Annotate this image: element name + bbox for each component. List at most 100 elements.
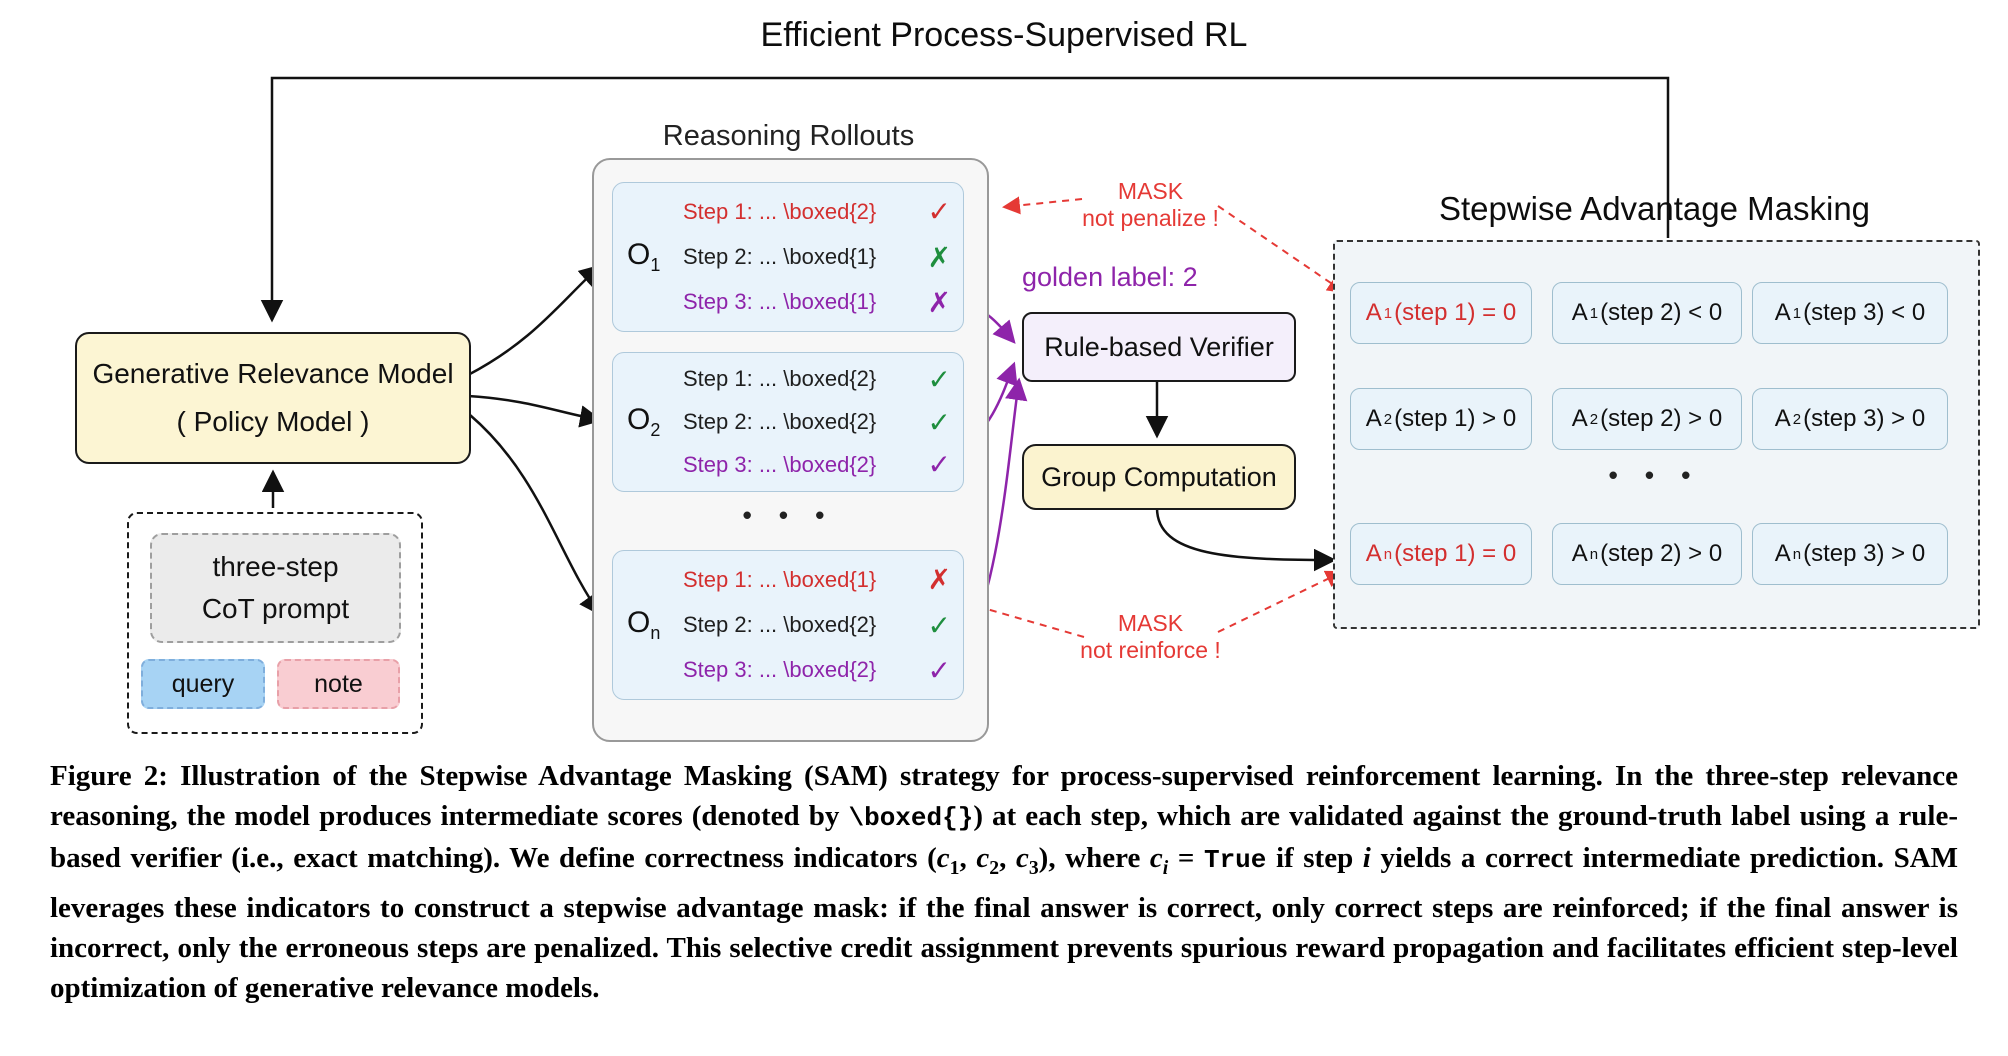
text-fragment: , bbox=[959, 842, 977, 874]
text-fragment: True bbox=[1203, 845, 1267, 875]
text-fragment: A bbox=[1571, 540, 1588, 567]
step-text: Step 3: ... \boxed{2} bbox=[683, 451, 877, 477]
policy-to-on-arrow bbox=[469, 414, 602, 617]
text-fragment: (step 1) = 0 bbox=[1394, 299, 1517, 326]
text-fragment: c bbox=[976, 842, 990, 874]
rollout-o2-label: O2 bbox=[627, 403, 683, 441]
query-chip: query bbox=[141, 659, 265, 709]
cross-icon: ✗ bbox=[927, 285, 951, 319]
golden-label: golden label: 2 bbox=[1022, 262, 1198, 292]
text-fragment: 1 bbox=[1792, 304, 1802, 322]
text-fragment: O bbox=[627, 238, 651, 271]
mask-note-line: not reinforce ! bbox=[1080, 637, 1221, 663]
text-fragment: (step 1) = 0 bbox=[1394, 540, 1517, 567]
text-fragment: A bbox=[1774, 299, 1791, 326]
mask-note-line: MASK bbox=[1117, 178, 1184, 204]
text-fragment: O bbox=[627, 403, 651, 436]
text-fragment: 2 bbox=[1383, 410, 1393, 428]
text-fragment: 2 bbox=[1589, 410, 1599, 428]
cross-icon: ✗ bbox=[927, 240, 951, 274]
text-fragment: 2 bbox=[989, 856, 1000, 879]
text-fragment: n bbox=[1383, 545, 1393, 563]
step-text: Step 3: ... \boxed{1} bbox=[683, 289, 877, 315]
rule-based-verifier-box: Rule-based Verifier bbox=[1022, 312, 1296, 382]
mask-not-reinforce-note: MASK not reinforce ! bbox=[1058, 610, 1243, 664]
text-fragment: A bbox=[1365, 299, 1382, 326]
cot-prompt-box: three-step CoT prompt bbox=[150, 533, 401, 643]
rollout-on-step1: Step 1: ... \boxed{1}✗ bbox=[683, 563, 951, 596]
mask-not-penalize-note: MASK not penalize ! bbox=[1058, 178, 1243, 232]
cot-prompt-group bbox=[127, 512, 423, 734]
text-fragment: 1 bbox=[949, 856, 960, 879]
text-fragment: c bbox=[1149, 842, 1163, 874]
rollout-on-step3: Step 3: ... \boxed{2} ✓ bbox=[683, 654, 951, 687]
text-fragment: (step 2) > 0 bbox=[1600, 540, 1723, 567]
check-icon: ✓ bbox=[927, 653, 951, 687]
rollout-o2-step3: Step 3: ... \boxed{2} ✓ bbox=[683, 448, 951, 481]
rollouts-heading: Reasoning Rollouts bbox=[662, 120, 915, 152]
rollout-o2-step2: Step 2: ... \boxed{2}✓ bbox=[683, 406, 951, 439]
check-icon: ✓ bbox=[927, 448, 951, 482]
masking-heading: Stepwise Advantage Masking bbox=[1438, 190, 1871, 227]
text-fragment: (step 2) < 0 bbox=[1600, 299, 1723, 326]
rollout-o1: O1 Step 1: ... \boxed{2} ✓ Step 2: ... \b… bbox=[612, 182, 964, 332]
step-text: Step 1: ... \boxed{2} bbox=[683, 366, 877, 392]
step-text: Step 1: ... \boxed{2} bbox=[683, 198, 877, 224]
figure-title: Efficient Process-Supervised RL bbox=[760, 16, 1248, 54]
rollout-o1-label: O1 bbox=[627, 238, 683, 276]
note-chip: note bbox=[277, 659, 400, 709]
policy-model-line2: ( Policy Model ) bbox=[176, 406, 370, 437]
text-fragment: (step 2) > 0 bbox=[1600, 405, 1723, 432]
text-fragment: A bbox=[1774, 540, 1791, 567]
mask-note-line: MASK bbox=[1117, 610, 1184, 636]
cot-prompt-line2: CoT prompt bbox=[201, 593, 350, 624]
masking-ellipsis: • • • bbox=[1608, 460, 1701, 490]
step-text: Step 1: ... \boxed{1} bbox=[683, 566, 877, 592]
text-fragment: 2 bbox=[650, 420, 661, 440]
group-computation-box: Group Computation bbox=[1022, 444, 1296, 510]
text-fragment: ) at each step, which are validated agai… bbox=[50, 800, 1959, 874]
text-fragment: 1 bbox=[650, 255, 661, 275]
policy-model-box: Generative Relevance Model ( Policy Mode… bbox=[75, 332, 471, 464]
text-fragment: A bbox=[1571, 405, 1588, 432]
text-fragment: c bbox=[936, 842, 950, 874]
text-fragment: A bbox=[1365, 405, 1382, 432]
text-fragment: = bbox=[1168, 842, 1204, 874]
text-fragment: (step 3) > 0 bbox=[1803, 405, 1926, 432]
rollout-o1-step2: Step 2: ... \boxed{1} ✗ bbox=[683, 241, 951, 274]
check-icon: ✓ bbox=[927, 608, 951, 642]
text-fragment: (step 1) > 0 bbox=[1394, 405, 1517, 432]
step-text: Step 3: ... \boxed{2} bbox=[683, 657, 877, 683]
policy-to-o2-arrow bbox=[467, 394, 603, 428]
text-fragment: 1 bbox=[1589, 304, 1599, 322]
step-text: Step 2: ... \boxed{2} bbox=[683, 612, 877, 637]
text-fragment: c bbox=[1015, 842, 1029, 874]
rollout-o1-step1: Step 1: ... \boxed{2} ✓ bbox=[683, 195, 951, 228]
figure-caption: Figure 2: Illustration of the Stepwise A… bbox=[50, 756, 1958, 1008]
policy-to-o1-arrow bbox=[467, 264, 602, 377]
mask-note-line: not penalize ! bbox=[1082, 205, 1219, 231]
rollout-o2: O2 Step 1: ... \boxed{2} ✓ Step 2: ... \b… bbox=[612, 352, 964, 492]
text-fragment: n bbox=[1589, 545, 1599, 563]
step-text: Step 2: ... \boxed{1} bbox=[683, 244, 877, 269]
text-fragment: Figure 2: Illustration of the Stepwise A… bbox=[50, 760, 1958, 832]
text-fragment: 2 bbox=[1792, 410, 1802, 428]
cot-prompt-line1: three-step bbox=[212, 551, 339, 582]
rollout-on-label: On bbox=[627, 606, 683, 644]
check-icon: ✓ bbox=[927, 195, 951, 229]
text-fragment: n bbox=[1792, 545, 1802, 563]
text-fragment: , bbox=[999, 842, 1016, 874]
check-icon: ✓ bbox=[927, 405, 951, 439]
text-fragment: A bbox=[1774, 405, 1791, 432]
text-fragment: 3 bbox=[1028, 856, 1039, 879]
text-fragment: O bbox=[627, 606, 651, 639]
text-fragment: \boxed{} bbox=[848, 803, 974, 833]
text-fragment: (step 3) > 0 bbox=[1803, 540, 1926, 567]
